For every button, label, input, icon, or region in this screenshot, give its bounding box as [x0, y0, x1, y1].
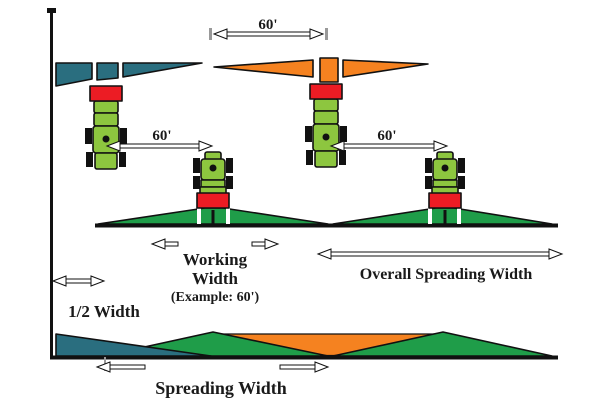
- dimension-overall-spreading-width: Overall Spreading Width: [316, 248, 564, 283]
- field-edge-line: [47, 8, 56, 358]
- dimension-spreading-width: Spreading Width: [95, 357, 330, 398]
- spreader-icon-pass2: [304, 83, 348, 168]
- label-working-width-1: Working: [183, 250, 248, 269]
- arrowhead-right-icon: [314, 361, 330, 373]
- arrowhead-right-icon: [198, 140, 214, 152]
- arrowhead-right-icon: [309, 28, 325, 40]
- label-right-spacing: 60': [377, 128, 396, 144]
- pass4-pattern-green: [332, 207, 553, 225]
- spreader-icon-pass1: [84, 85, 128, 170]
- pass2-pattern-orange: [213, 57, 429, 83]
- label-left-spacing: 60': [152, 128, 171, 144]
- arrowhead-left-icon: [105, 140, 121, 152]
- ground-line-middle: [95, 223, 558, 228]
- pass1-pattern-teal: [55, 62, 203, 87]
- arrowhead-left-icon: [95, 361, 111, 373]
- dimension-right-60ft: 60': [329, 128, 449, 152]
- arrowhead-left-icon: [212, 28, 228, 40]
- ground-line-bottom: [50, 355, 558, 360]
- combined-coverage-strip: [50, 331, 558, 360]
- label-half-width: 1/2 Width: [68, 302, 140, 321]
- arrowhead-left-icon: [150, 238, 166, 250]
- arrowhead-right-icon: [548, 248, 564, 260]
- label-top-spacing: 60': [258, 17, 277, 33]
- dimension-top-60ft: 60': [209, 17, 328, 40]
- dimension-left-60ft: 60': [105, 128, 214, 152]
- arrowhead-right-icon: [433, 140, 449, 152]
- arrowhead-left-icon: [316, 248, 332, 260]
- label-working-width-3: (Example: 60'): [171, 290, 260, 305]
- spreader-icon-pass3: [192, 151, 234, 209]
- dimension-working-width: Working Width (Example: 60'): [150, 238, 280, 305]
- arrowhead-right-icon: [90, 275, 106, 287]
- spreader-icon-pass4: [424, 151, 466, 209]
- dimension-half-width: 1/2 Width: [51, 275, 140, 321]
- label-overall-spreading-width: Overall Spreading Width: [360, 266, 533, 283]
- arrowhead-left-icon: [51, 275, 67, 287]
- pass3-pattern-green: [97, 207, 329, 225]
- label-working-width-2: Width: [192, 269, 239, 288]
- arrowhead-right-icon: [264, 238, 280, 250]
- arrowhead-left-icon: [329, 140, 345, 152]
- label-spreading-width: Spreading Width: [155, 378, 287, 398]
